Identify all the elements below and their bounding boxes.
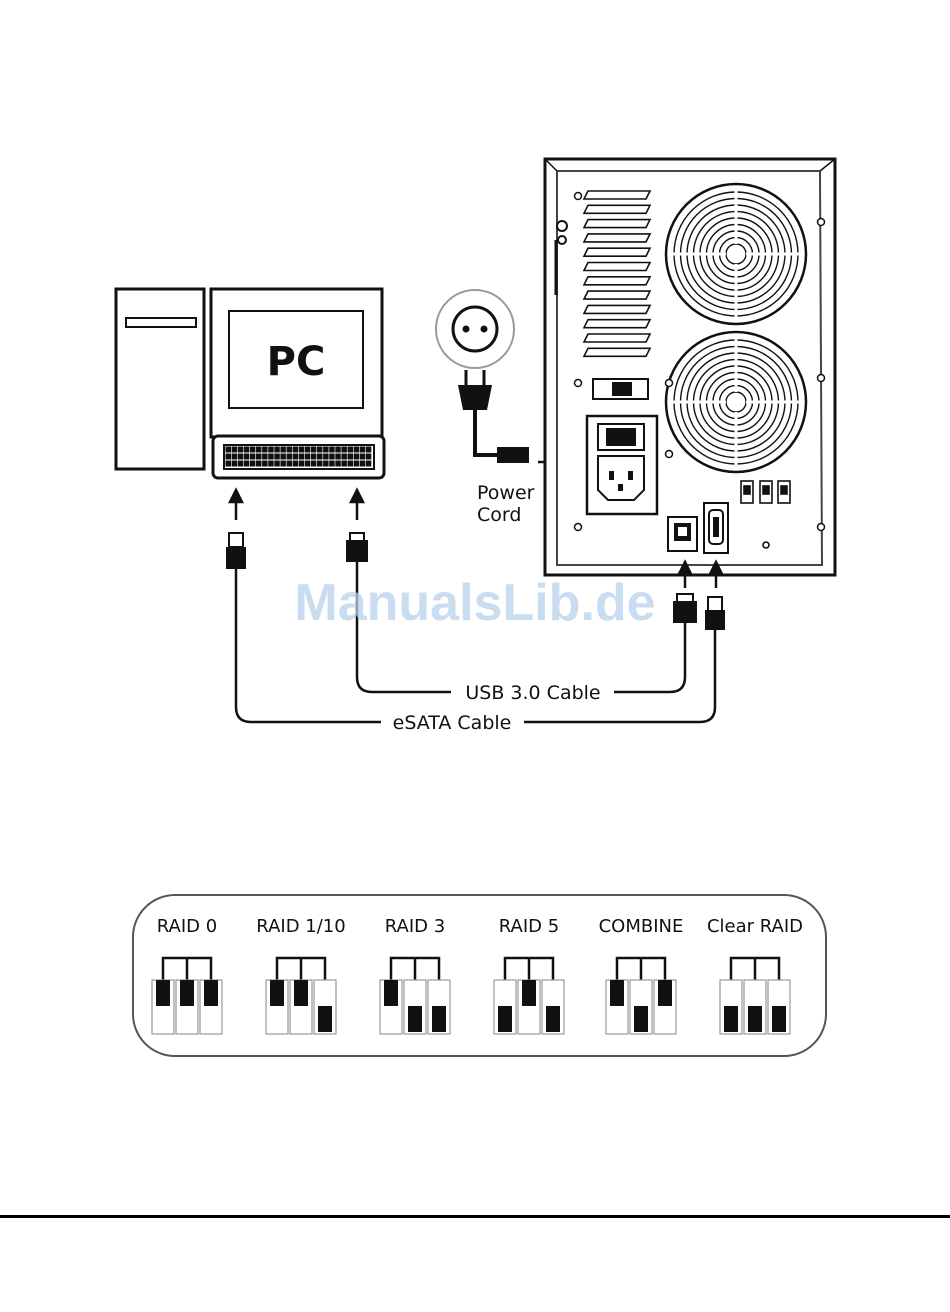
pc-tower [116, 289, 204, 469]
raid-mode-label: RAID 0 [157, 916, 217, 937]
dip-switch-knob-up [384, 980, 398, 1006]
raid-mode-4: RAID 5 [494, 916, 564, 1034]
pc-arrows [230, 490, 363, 520]
raid-mode-label: RAID 5 [499, 916, 559, 937]
raid-mode-label: RAID 3 [385, 916, 445, 937]
dip-switch-knob-up [522, 980, 536, 1006]
usb-port [668, 517, 697, 551]
dip-switch-knob-up [610, 980, 624, 1006]
raid-mode-label: Clear RAID [707, 916, 803, 937]
dip-switch-knob-down [748, 1006, 762, 1032]
dip-switch-knob-up [270, 980, 284, 1006]
dip-switch-knob-up [156, 980, 170, 1006]
pc-monitor: PC [211, 289, 382, 437]
power-cord-label-line2: Cord [477, 504, 521, 526]
dip-switch-knob-up [204, 980, 218, 1006]
wall-outlet [436, 290, 514, 368]
dip-switch-knob-down [724, 1006, 738, 1032]
dip-switch-knob-down [634, 1006, 648, 1032]
fan-bottom [666, 332, 806, 472]
raid-enclosure-rear [545, 159, 835, 575]
power-cord-label-line1: Power [477, 482, 535, 504]
power-inlet-module [587, 416, 657, 514]
raid-settings-panel: RAID 0 RAID 1/10 RAID 3 RAID 5 COMBINE Clear … [133, 895, 826, 1056]
dip-switch-knob-up [658, 980, 672, 1006]
pc-keyboard [213, 436, 384, 478]
esata-cable-label: eSATA Cable [393, 712, 512, 734]
dip-switch-knob-down [432, 1006, 446, 1032]
esata-port [704, 503, 728, 553]
watermark: ManualsLib.de [294, 574, 655, 632]
dip-switch-knob-down [318, 1006, 332, 1032]
dip-switch-knob-down [408, 1006, 422, 1032]
usb-cable-label: USB 3.0 Cable [465, 682, 600, 704]
dip-switch-knob-down [772, 1006, 786, 1032]
fan-top [666, 184, 806, 324]
dip-switch-knob-up [180, 980, 194, 1006]
raid-mode-label: COMBINE [599, 916, 684, 937]
page-bottom-rule [0, 1215, 950, 1218]
raid-mode-3: RAID 3 [380, 916, 450, 1034]
pc-label: PC [267, 339, 326, 385]
raid-mode-1: RAID 0 [152, 916, 222, 1034]
raid-mode-label: RAID 1/10 [256, 916, 345, 937]
dip-switch-knob-down [546, 1006, 560, 1032]
dip-switch-knob-down [498, 1006, 512, 1032]
dip-switch-knob-up [294, 980, 308, 1006]
